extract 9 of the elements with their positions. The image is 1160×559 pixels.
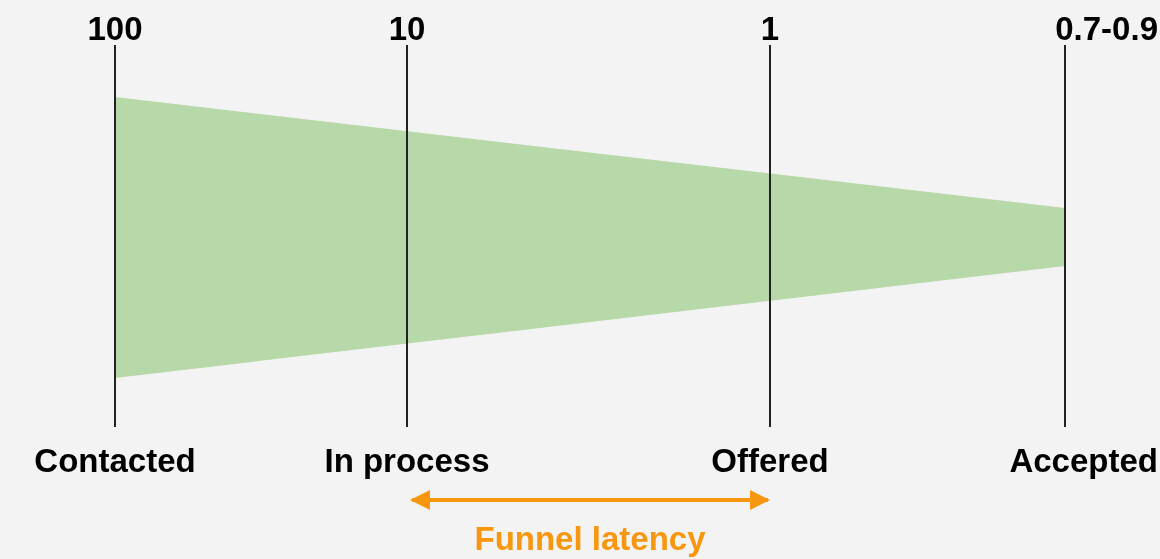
stage-count: 1 (760, 11, 780, 45)
latency-label: Funnel latency (474, 521, 706, 555)
stage-count: 0.7-0.9 (1055, 11, 1158, 45)
stage-label: In process (324, 443, 490, 477)
stage-label: Contacted (34, 443, 196, 477)
stage-label: Offered (711, 443, 829, 477)
stage-count: 10 (388, 11, 426, 45)
stage-count: 100 (87, 11, 143, 45)
stage-label: Accepted (1009, 443, 1158, 477)
